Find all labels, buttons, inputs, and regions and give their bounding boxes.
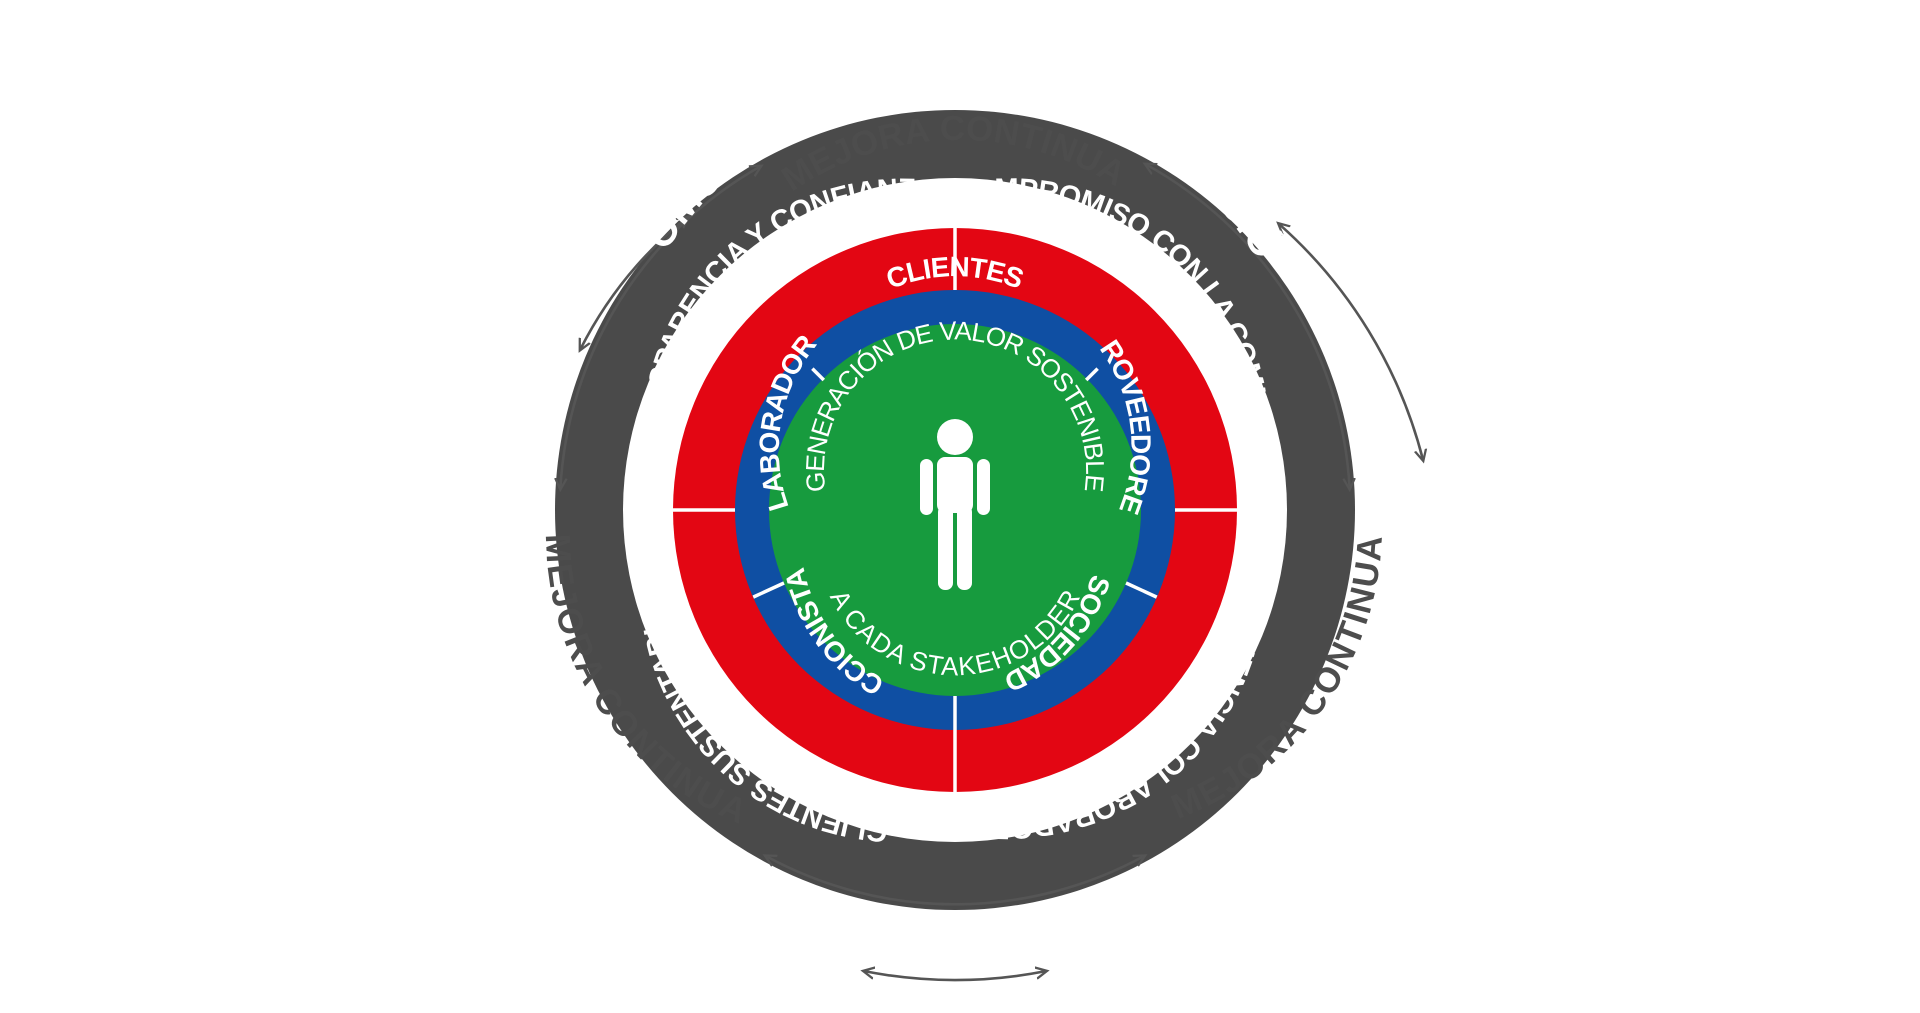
person-icon bbox=[920, 419, 990, 590]
blue-divider-1 bbox=[811, 367, 826, 382]
double-arrow-icon bbox=[766, 856, 1144, 906]
blue-divider-5 bbox=[752, 581, 785, 599]
blue-divider-3 bbox=[1125, 581, 1158, 599]
blue-divider-2 bbox=[1084, 367, 1099, 382]
double-arrow-icon bbox=[580, 217, 687, 349]
double-arrow-icon bbox=[864, 971, 1045, 982]
double-arrow-icon bbox=[1279, 224, 1423, 460]
